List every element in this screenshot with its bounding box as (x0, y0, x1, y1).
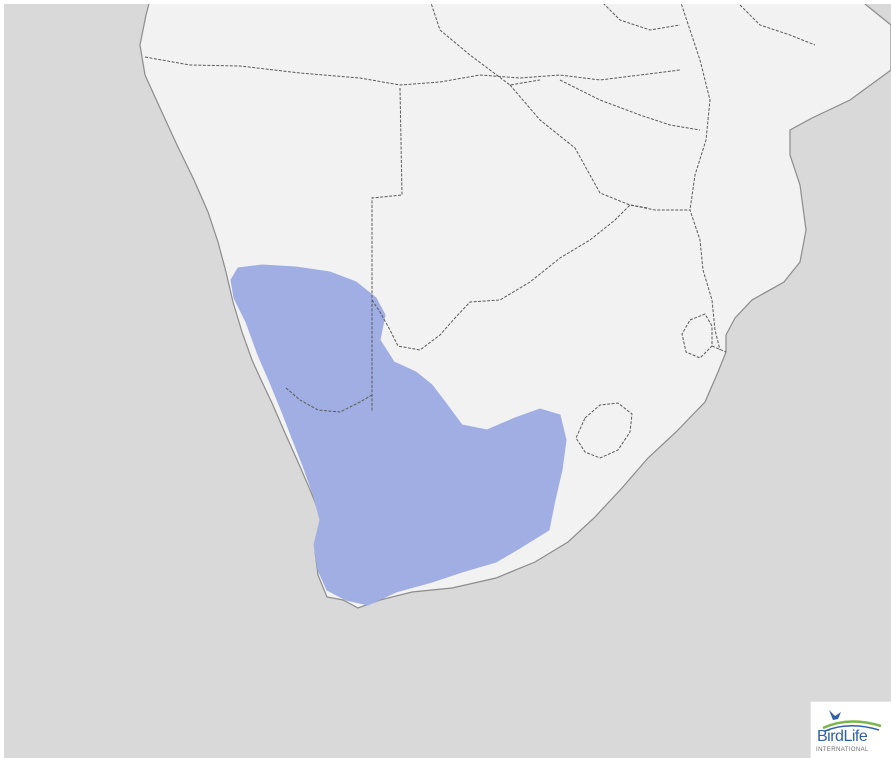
bird-icon (822, 710, 882, 732)
border-eswatini (681, 313, 713, 359)
border-angola-namibia (144, 56, 681, 86)
map-canvas (4, 4, 891, 758)
border-mozambique-southafrica (711, 345, 727, 353)
border-drc-zambia (430, 4, 541, 86)
border-namibia-southafrica (285, 387, 373, 413)
logo-name: BirdLife (817, 728, 868, 745)
border-malawi (739, 4, 816, 46)
border-zambia-mozambique (680, 4, 711, 211)
map-frame: BirdLife INTERNATIONAL (4, 4, 891, 758)
border-zambia-north (603, 4, 681, 31)
border-lesotho (575, 402, 633, 459)
border-namibia-botswana (371, 87, 403, 412)
border-botswana-southafrica (371, 204, 649, 351)
birdlife-logo: BirdLife INTERNATIONAL (810, 701, 891, 758)
logo-subtitle: INTERNATIONAL (816, 747, 869, 753)
border-zimbabwe-mozambique (559, 79, 701, 131)
country-borders (144, 4, 816, 459)
species-range (230, 264, 567, 606)
border-zimbabwe (509, 84, 721, 351)
